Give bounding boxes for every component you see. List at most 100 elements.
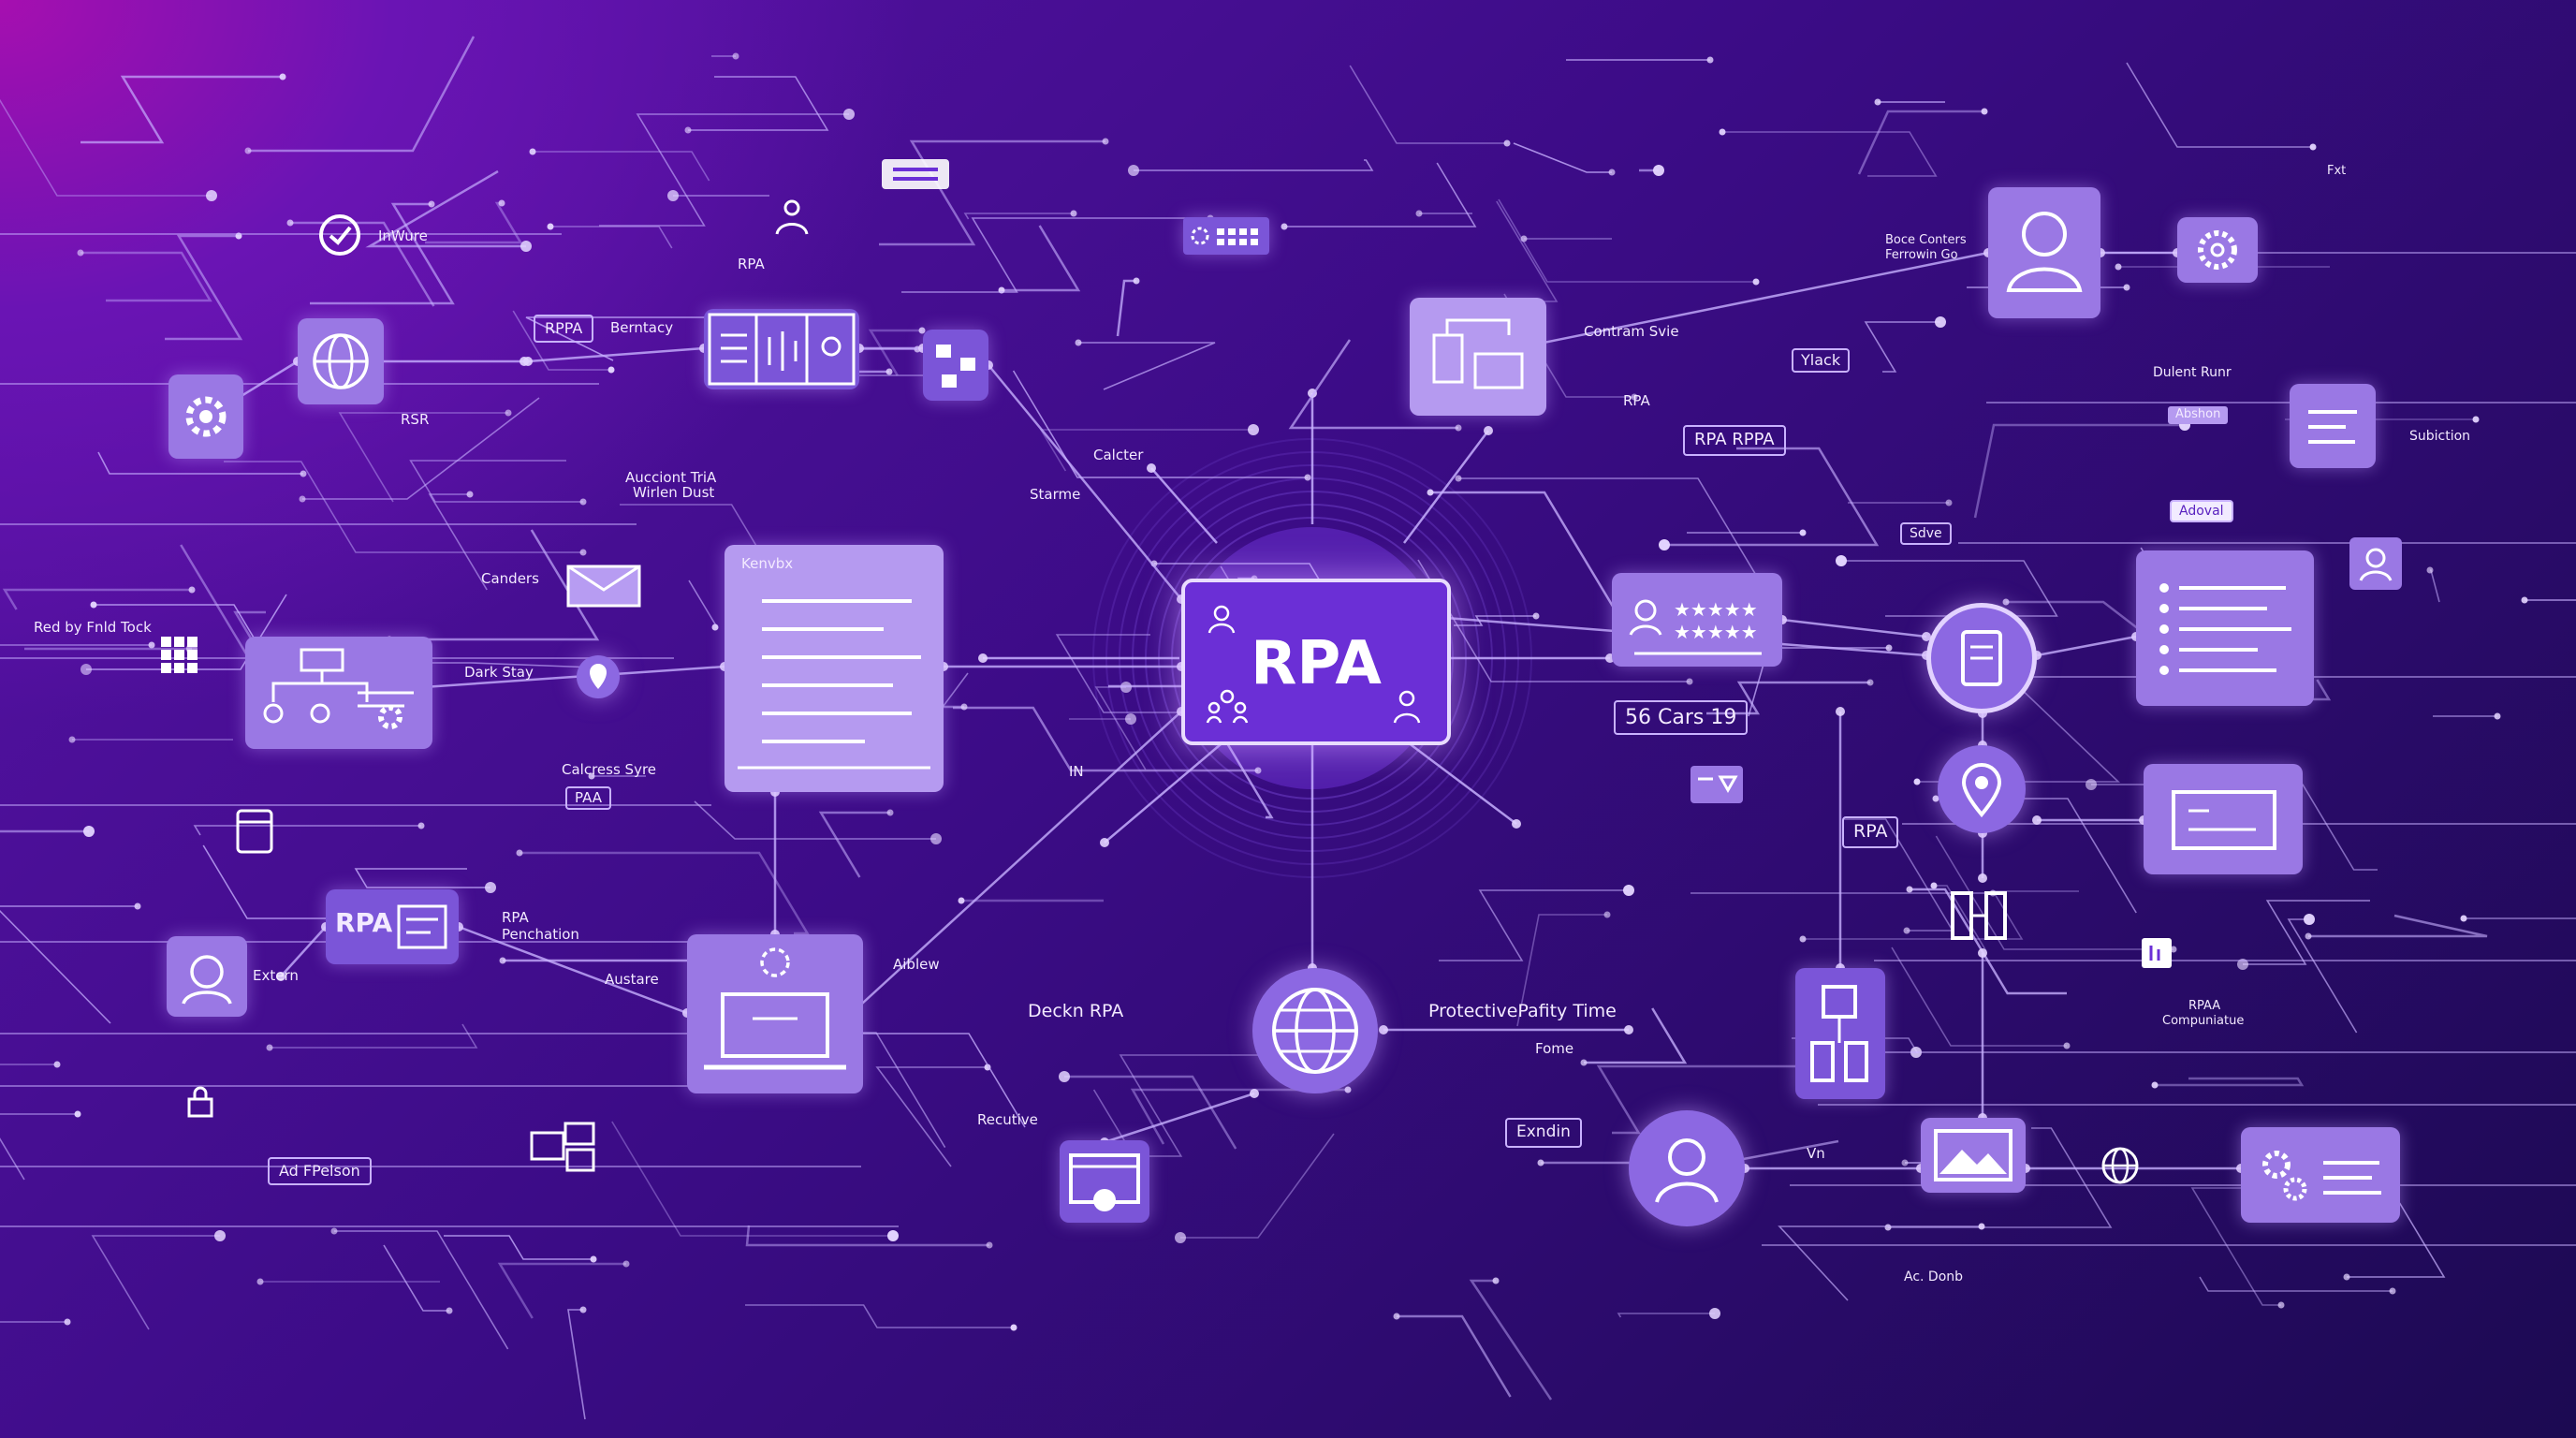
server-tile [1410,298,1546,416]
database-tile [1795,968,1885,1099]
label-bernatcy: Berntacy [610,319,674,336]
label-rpa-right: RPA [1842,816,1899,848]
label-rpa-top: RPA [738,256,765,272]
label-deckn-rpa: Deckn RPA [1028,1001,1124,1021]
form-icon [397,904,447,949]
org-chart-icon [263,648,414,729]
device-icon [236,809,273,854]
globe-icon [2101,1147,2139,1184]
split-icon-tile [1941,878,2016,953]
list-icon [2308,410,2357,444]
phone-icon [1961,630,2002,686]
map-pin-small [577,655,620,698]
globe-icon [1272,988,1358,1074]
label-starme: Starme [1030,486,1081,503]
hub-title: RPA [1251,629,1382,698]
svg-text:★★★★★: ★★★★★ [1674,621,1758,643]
label-aucciont: Aucciont TriA [625,469,717,486]
split-icon [1951,891,2007,940]
laptop-icon [704,947,846,1070]
label-ad-fpelson: Ad FPelson [268,1157,372,1186]
gear-tile [168,374,243,459]
control-panel-icon [708,313,856,386]
label-sdve: Sdve [1900,522,1952,546]
label-in: IN [1069,763,1084,780]
label-dulent: Dulent Runr [2153,365,2232,380]
rpa-badge-label: RPA [335,907,393,938]
label-ylack: Ylack [1792,348,1851,374]
globe-node [1252,968,1378,1093]
grid-icon [161,637,198,673]
label-exndin: Exndin [1505,1118,1582,1148]
document-title: Kenvbx [741,555,794,572]
gears-tile [2241,1127,2400,1223]
gear-icon [185,396,227,437]
label-rpa-pen1: RPA [502,909,529,926]
browser-icon [2172,790,2276,850]
map-pin-icon [1961,763,2002,818]
label-rpa-rppa: RPA RPPA [1683,425,1786,456]
location-node [1938,745,2026,833]
laptop-tile [687,934,863,1093]
keyboard-icon [1191,227,1258,245]
map-pin-icon [590,664,607,689]
checklist-icon [2159,583,2291,675]
user-icon [182,955,232,1005]
phone-node [1926,603,2037,713]
rating-icon: ★★★★★ ★★★★★ [1629,598,1762,655]
menu-card-icon [882,159,949,189]
label-contram: Contram Svie [1584,323,1679,340]
label-vn: Vn [1807,1145,1825,1162]
label-calcress: Calcress Syre [562,761,657,778]
image-icon [1934,1129,2012,1181]
label-paa: PAA [565,786,612,811]
label-canders: Canders [481,570,539,587]
label-abshon: Abshon [2168,406,2229,424]
label-rpa-comp2: Compuniatue [2162,1014,2245,1028]
profile-tile [1988,187,2100,318]
document-panel: Kenvbx [724,545,944,792]
control-panel-tile [704,309,859,389]
label-dark-stay: Dark Stay [464,664,534,681]
lock-icon [187,1086,213,1118]
image-tile [1921,1118,2026,1193]
label-rppa: RPPA [534,315,594,344]
avatar-node [1629,1110,1745,1226]
label-cars: 56 Cars 19 [1614,700,1749,736]
team-icon [1206,689,1249,724]
checklist-panel [2136,550,2314,706]
user-icon [1655,1138,1719,1203]
rpa-badge-tile: RPA [326,889,459,964]
label-austare: Austare [605,971,659,988]
globe-icon [313,333,369,389]
label-extern: Extern [253,967,299,984]
settings-icon [2198,230,2237,270]
gears-icon [2262,1151,2381,1201]
label-protective: ProtectivePafity Time [1428,1001,1617,1021]
label-boce1: Boce Conters [1885,233,1967,247]
database-icon [1432,318,1524,389]
user-icon [2349,537,2402,590]
label-rpa-comp1: RPAA [2188,999,2221,1013]
label-aucciont2: Wirlen Dust [633,484,715,501]
label-adoval: Adoval [2170,500,2233,523]
database-icon [1810,985,1868,1082]
workflow-icon [530,1122,595,1172]
network-icon [936,345,975,388]
label-fome: Fome [1535,1040,1574,1057]
network-tile [923,330,988,401]
org-chart-tile [245,637,432,749]
browser-tile [2144,764,2303,874]
globe-tile [298,318,384,404]
label-rpa-pen2: Penchation [502,926,579,943]
label-recutive: Recutive [977,1111,1038,1128]
label-calcter: Calcter [1093,447,1144,463]
envelope-icon [566,565,641,608]
label-red-by: Red by Fnld Tock [34,619,152,636]
label-ac-donb: Ac. Donb [1904,1269,1964,1284]
label-rpa-mid: RPA [1623,392,1650,409]
rpa-hub-box: RPA [1181,579,1451,745]
chart-icon [2142,938,2172,968]
label-fxt: Fxt [2327,164,2347,178]
